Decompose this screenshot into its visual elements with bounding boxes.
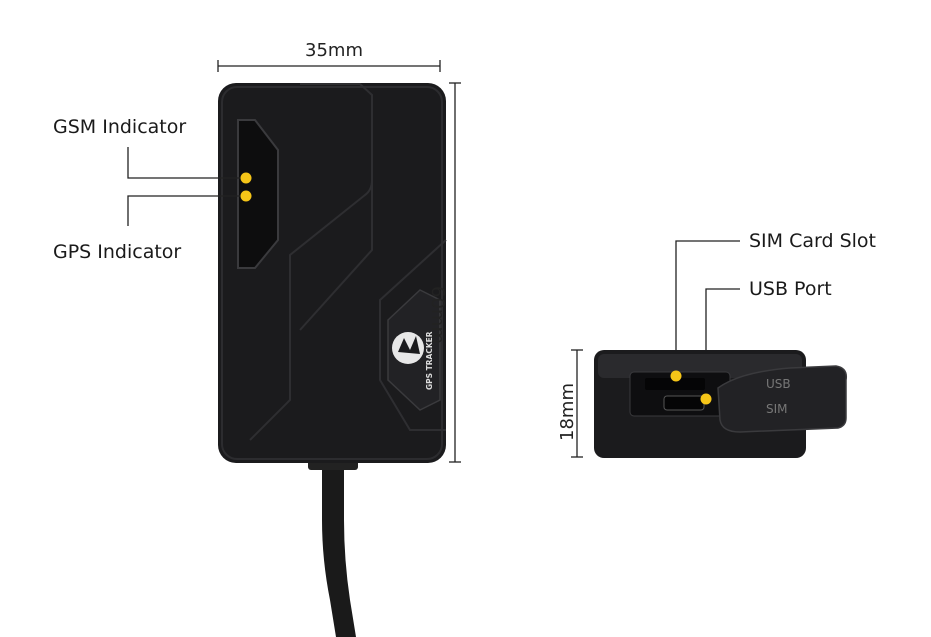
cover-sim-text: SIM bbox=[766, 402, 788, 416]
cover-usb-text: USB bbox=[766, 377, 791, 391]
tracker-cable bbox=[322, 460, 356, 637]
gsm-indicator-label: GSM Indicator bbox=[53, 116, 187, 138]
port-cover bbox=[717, 365, 848, 433]
gps-indicator-label: GPS Indicator bbox=[53, 241, 182, 263]
indicator-window bbox=[237, 119, 279, 269]
height-dimension: 60mm bbox=[427, 286, 448, 344]
usb-port-label: USB Port bbox=[749, 278, 832, 300]
tracker-front-view bbox=[218, 83, 447, 637]
depth-dimension: 18mm bbox=[557, 383, 578, 441]
sim-card-slot bbox=[645, 378, 705, 390]
gsm-led bbox=[240, 172, 252, 184]
gps-led bbox=[240, 190, 252, 202]
dimension-lines bbox=[217, 60, 583, 463]
width-dimension: 35mm bbox=[305, 40, 363, 61]
brand-text: GPS TRACKER bbox=[425, 331, 434, 390]
usb-marker bbox=[700, 393, 712, 405]
usb-port bbox=[663, 395, 705, 411]
sim-marker bbox=[670, 370, 682, 382]
tracker-side-view: USB SIM bbox=[594, 350, 848, 458]
sim-card-slot-label: SIM Card Slot bbox=[749, 230, 876, 252]
